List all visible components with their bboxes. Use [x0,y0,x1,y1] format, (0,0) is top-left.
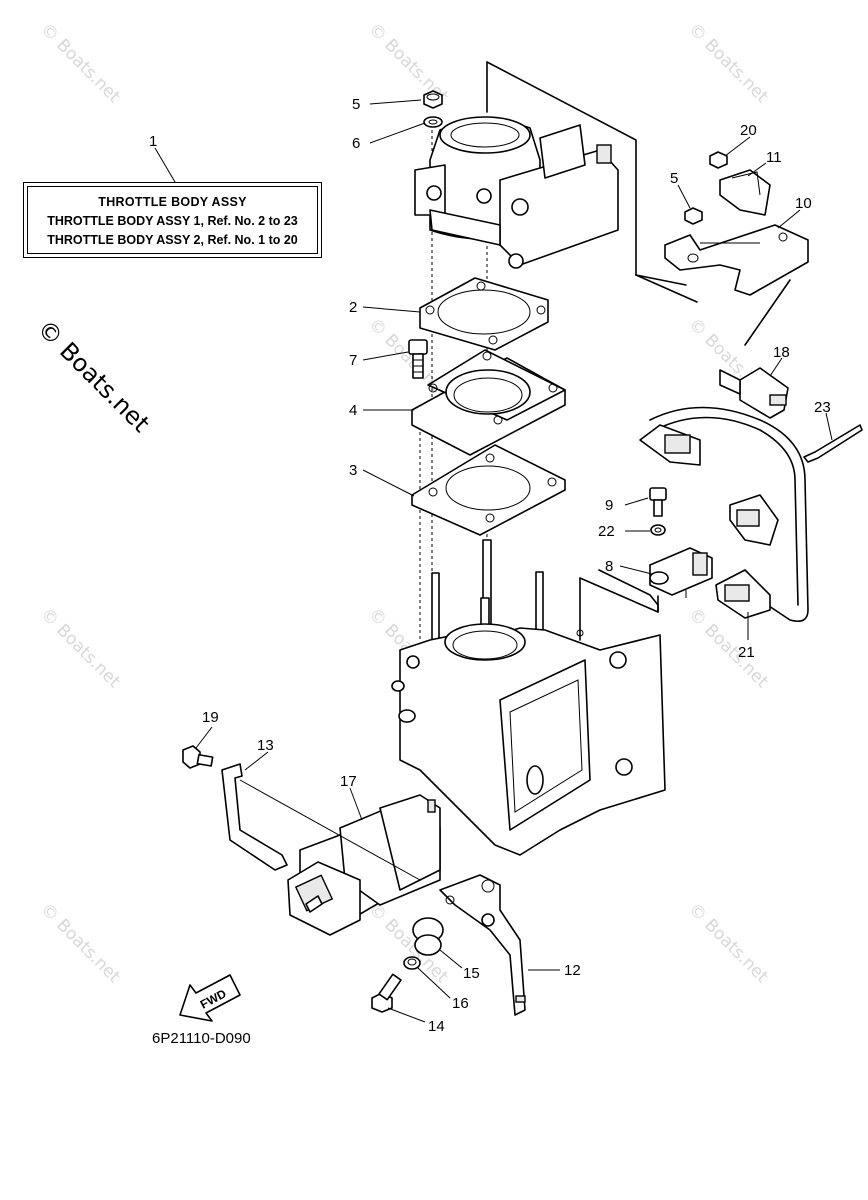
callout-19: 19 [202,709,219,726]
callout-8: 8 [605,558,613,575]
title-box: THROTTLE BODY ASSY THROTTLE BODY ASSY 1,… [23,182,322,258]
callout-11: 11 [766,149,782,166]
title-row-1: THROTTLE BODY ASSY 1, Ref. No. 2 to 23 [47,214,298,228]
throttle-body [414,61,698,303]
grommet-15 [412,917,444,956]
nut-5-right [684,207,703,225]
title-heading: THROTTLE BODY ASSY [98,195,247,209]
callout-5-right: 5 [670,170,678,187]
fwd-arrow: FWD [179,974,241,1022]
bolt-19 [182,745,214,769]
callouts: 1 5 6 2 7 4 3 8 9 22 10 11 20 5 18 23 21… [149,96,831,1035]
watermark: © Boats.net [684,899,772,987]
callout-23: 23 [814,399,831,416]
callout-12: 12 [564,962,581,979]
diagram-code: 6P21110-D090 [152,1030,251,1047]
sensor-8 [649,547,713,598]
gasket-2 [419,277,549,351]
watermark: © Boats.net [684,604,772,692]
watermark: © Boats.net [36,899,124,987]
washer-22 [650,524,666,536]
callout-16: 16 [452,995,469,1012]
watermark: © Boats.net [36,19,124,107]
intake-manifold [391,577,666,856]
screw-9 [649,487,667,517]
callout-7: 7 [349,352,357,369]
nut-20 [709,151,728,169]
cover-11 [719,169,771,216]
gasket-3 [411,444,566,536]
callout-15: 15 [463,965,480,982]
bracket-10 [664,224,809,296]
bolt-7 [408,339,428,379]
callout-22: 22 [598,523,615,540]
sensor-18 [719,367,789,419]
callout-17: 17 [340,773,357,790]
callout-3: 3 [349,462,357,479]
bracket-13 [221,763,288,871]
wire-harness [639,406,809,623]
watermark: © Boats.net [684,19,772,107]
watermark-large: © Boats.net [32,314,155,437]
callout-21: 21 [738,644,755,661]
callout-4: 4 [349,402,357,419]
callout-1: 1 [149,133,157,150]
bolt-14 [371,973,402,1013]
spacer-4 [411,349,566,456]
callout-5: 5 [352,96,360,113]
collar-16 [403,956,421,970]
callout-6: 6 [352,135,360,152]
callout-10: 10 [795,195,812,212]
callout-2: 2 [349,299,357,316]
callout-9: 9 [605,497,613,514]
nut-5 [423,90,443,109]
washer-6 [423,116,443,128]
watermark: © Boats.net [36,604,124,692]
callout-18: 18 [773,344,790,361]
leader-lines [154,99,833,1023]
callout-13: 13 [257,737,274,754]
callout-20: 20 [740,122,757,139]
title-row-2: THROTTLE BODY ASSY 2, Ref. No. 1 to 20 [47,233,298,247]
cable-tie-23 [803,424,863,463]
bracket-12 [439,874,526,1016]
callout-14: 14 [428,1018,445,1035]
filter-17 [287,794,441,936]
